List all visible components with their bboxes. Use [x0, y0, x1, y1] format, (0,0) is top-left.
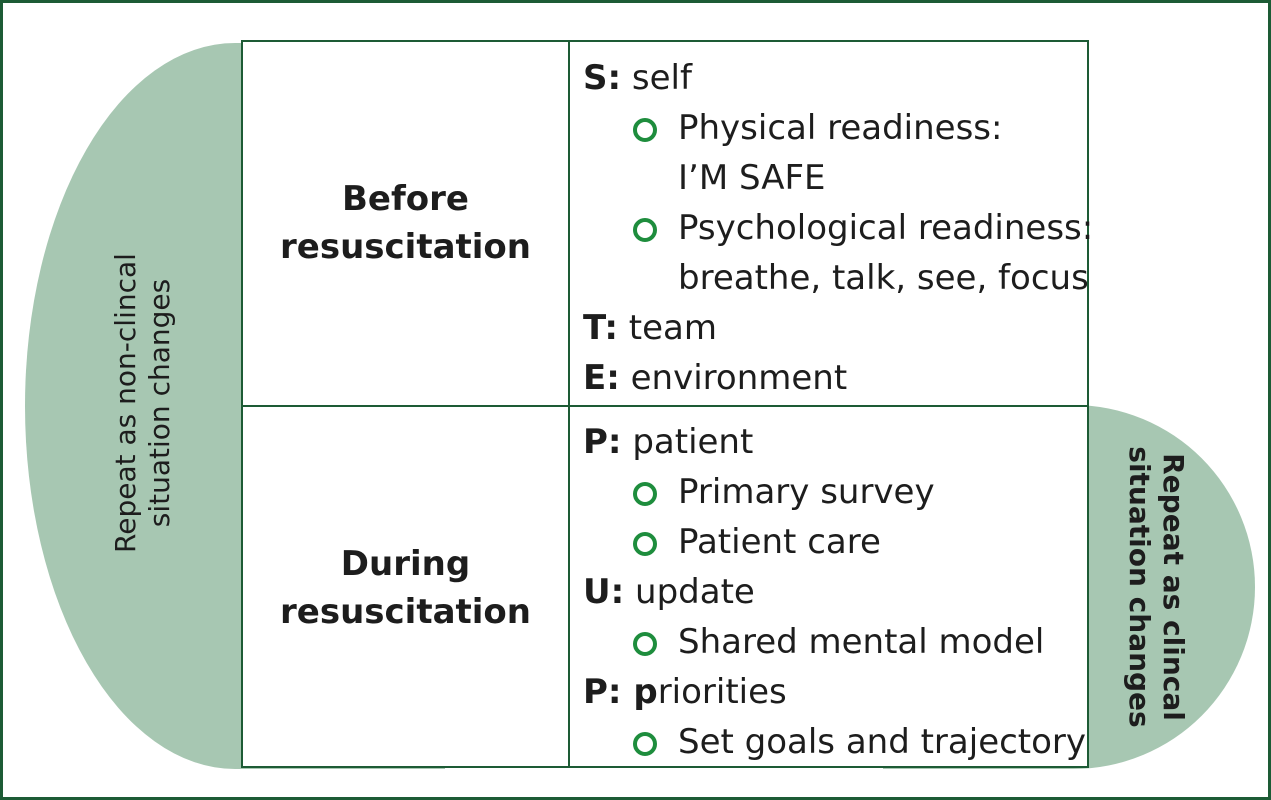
phase-during-resuscitation: During resuscitation: [243, 540, 568, 636]
phase-before-resuscitation: Before resuscitation: [243, 175, 568, 271]
phase-before-line2: resuscitation: [280, 227, 531, 267]
step-key: S:: [583, 58, 622, 98]
bullet-text-cont: I’M SAFE: [678, 158, 826, 198]
phase-during-line1: During: [340, 544, 471, 584]
circle-bullet-icon: [633, 218, 657, 242]
step-team: T: team: [583, 303, 1093, 353]
step-text: riorities: [657, 672, 787, 712]
step-list-during: P: patient Primary survey Patient care U…: [583, 417, 1086, 767]
step-text-bold: p: [621, 672, 658, 712]
bullet-patient-care: Patient care: [583, 517, 1086, 567]
non-clinical-loop-label: Repeat as non-clincal situation changes: [109, 253, 177, 553]
clinical-label-line2: situation changes: [1123, 446, 1156, 728]
clinical-label-line1: Repeat as clincal: [1157, 453, 1190, 721]
step-patient: P: patient: [583, 417, 1086, 467]
step-key: T:: [583, 308, 618, 348]
bullet-primary-survey: Primary survey: [583, 467, 1086, 517]
step-text: patient: [621, 422, 754, 462]
step-priorities: P: priorities: [583, 667, 1086, 717]
step-key: P:: [583, 672, 622, 712]
phase-before-line1: Before: [342, 179, 469, 219]
circle-bullet-icon: [633, 632, 657, 656]
bullet-psychological-readiness: Psychological readiness:: [583, 203, 1093, 253]
step-update: U: update: [583, 567, 1086, 617]
bullet-continuation: breathe, talk, see, focus: [583, 253, 1093, 303]
step-key: U:: [583, 572, 625, 612]
step-key: E:: [583, 358, 620, 398]
step-self: S: self: [583, 53, 1093, 103]
circle-bullet-icon: [633, 532, 657, 556]
circle-bullet-icon: [633, 118, 657, 142]
bullet-text: Patient care: [678, 522, 881, 562]
bullet-text: Primary survey: [678, 472, 935, 512]
step-key: P:: [583, 422, 622, 462]
bullet-text: Set goals and trajectory: [678, 722, 1087, 762]
bullet-text: Psychological readiness:: [678, 208, 1094, 248]
step-environment: E: environment: [583, 353, 1093, 403]
step-text: update: [624, 572, 755, 612]
circle-bullet-icon: [633, 732, 657, 756]
bullet-text: Physical readiness:: [678, 108, 1003, 148]
grid-horizontal-divider: [243, 405, 1087, 407]
clinical-loop-label: Repeat as clincal situation changes: [1122, 446, 1190, 727]
non-clinical-label-line1: Repeat as non-clincal: [109, 253, 142, 553]
phase-during-line2: resuscitation: [280, 592, 531, 632]
grid-vertical-divider: [568, 42, 570, 766]
step-text: self: [621, 58, 692, 98]
step-list-before: S: self Physical readiness: I’M SAFE Psy…: [583, 53, 1093, 403]
bullet-text-cont: breathe, talk, see, focus: [678, 258, 1089, 298]
bullet-physical-readiness: Physical readiness:: [583, 103, 1093, 153]
steps-grid: Before resuscitation During resuscitatio…: [241, 40, 1093, 768]
step-text: environment: [619, 358, 848, 398]
circle-bullet-icon: [633, 482, 657, 506]
bullet-continuation: I’M SAFE: [583, 153, 1093, 203]
bullet-text: Shared mental model: [678, 622, 1045, 662]
bullet-shared-mental-model: Shared mental model: [583, 617, 1086, 667]
step-text: team: [617, 308, 717, 348]
bullet-set-goals: Set goals and trajectory: [583, 717, 1086, 767]
non-clinical-label-line2: situation changes: [143, 278, 176, 528]
